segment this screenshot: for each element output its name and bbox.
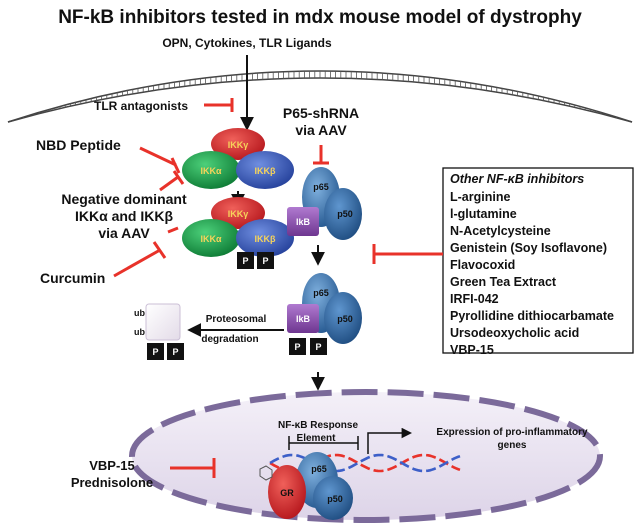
phospho-ikk-1 bbox=[237, 252, 254, 269]
phospho-ub-1-label: P bbox=[152, 347, 158, 357]
nbd-peptide-label: NBD Peptide bbox=[36, 137, 121, 153]
inhibitor-item: N-Acetylcysteine bbox=[450, 224, 551, 238]
phospho-ikb-2 bbox=[310, 338, 327, 355]
p65-shrna-line2: via AAV bbox=[295, 122, 347, 138]
ikk-beta-label-2: IKKβ bbox=[255, 234, 276, 244]
inhibitor-item: VBP-15 bbox=[450, 343, 494, 357]
p50-top-label: p50 bbox=[337, 209, 353, 219]
other-inhibitors-heading: Other NF-κB inhibitors bbox=[450, 172, 584, 186]
phospho-ub-2-label: P bbox=[172, 347, 178, 357]
ikk-alpha-label-2: IKKα bbox=[200, 234, 221, 244]
ikk-complex-top: IKKγ IKKα IKKβ bbox=[182, 128, 294, 189]
neg-dominant-line2: IKKα and IKKβ bbox=[75, 208, 173, 224]
transcription-arrow bbox=[367, 427, 413, 454]
gr-nfkb-complex: GR p65 p50 bbox=[259, 452, 353, 520]
neg-dominant-inhibit-bars bbox=[159, 170, 185, 234]
ikk-gamma-top bbox=[211, 128, 265, 160]
nfkb-ikb-complex-top: p65 p50 IkB bbox=[287, 167, 362, 240]
tlr-antagonists-label: TLR antagonists bbox=[94, 99, 188, 113]
ub-label-2: ub bbox=[134, 327, 145, 337]
other-inhibitors-list: L-arginine l-glutamineN-AcetylcysteineGen… bbox=[450, 190, 614, 357]
degraded-ikb bbox=[145, 303, 181, 341]
shrna-inhibit-bar bbox=[313, 145, 329, 165]
expression-line1: Expression of pro-inflammatory bbox=[436, 427, 588, 438]
p65-top-label: p65 bbox=[313, 182, 329, 192]
p50-bottom-label: p50 bbox=[337, 314, 353, 324]
diagram-title: NF-kB inhibitors tested in mdx mouse mod… bbox=[58, 7, 582, 28]
expression-line2: genes bbox=[498, 440, 527, 451]
ikb-bottom bbox=[287, 304, 319, 333]
other-inhibitors-box bbox=[442, 167, 634, 354]
phospho-ub-1 bbox=[147, 343, 164, 360]
nbd-inhibit-bar bbox=[139, 146, 181, 174]
ikk-gamma-label-2: IKKγ bbox=[228, 209, 249, 219]
nucleus bbox=[129, 389, 603, 523]
ubiquitinated-ikb: ub ub P P bbox=[134, 303, 184, 360]
ikk-gamma-bottom bbox=[211, 197, 265, 229]
phospho-ikb-1 bbox=[289, 338, 306, 355]
ikk-alpha-label: IKKα bbox=[200, 166, 221, 176]
ikk-alpha-top bbox=[182, 151, 240, 189]
p65-shrna-line1: P65-shRNA bbox=[283, 105, 359, 121]
p50-nucleus bbox=[313, 476, 353, 520]
gr-receptor bbox=[268, 465, 306, 519]
inhibitor-item: Genistein (Soy Isoflavone) bbox=[450, 241, 607, 255]
tlr-inhibit-bar bbox=[204, 98, 234, 112]
vbp15-label: VBP-15 bbox=[89, 458, 135, 473]
inhibitor-item: Flavocoxid bbox=[450, 258, 515, 272]
ikb-top-label: IkB bbox=[296, 217, 311, 227]
phospho-ikk-1-label: P bbox=[242, 256, 248, 266]
ikb-bottom-label: IkB bbox=[296, 314, 311, 324]
inhibitor-item: Ursodeoxycholic acid bbox=[450, 326, 579, 340]
steroid-inhibit-bar bbox=[170, 458, 216, 478]
ikk-complex-bottom: IKKγ IKKα IKKβ P P bbox=[182, 197, 294, 269]
nfkb-ikb-complex-bottom: p65 p50 IkB P P bbox=[287, 273, 362, 355]
inhibitor-item: l-glutamine bbox=[450, 207, 517, 221]
p50-bottom bbox=[324, 292, 362, 344]
steroid-ring-icon bbox=[259, 465, 273, 481]
phospho-ikk-2-label: P bbox=[262, 256, 268, 266]
gr-label: GR bbox=[280, 488, 294, 498]
p65-nucleus-label: p65 bbox=[311, 464, 327, 474]
curcumin-inhibit-bar bbox=[113, 241, 167, 278]
stimuli-label: OPN, Cytokines, TLR Ligands bbox=[162, 36, 332, 50]
inhibitor-item: Pyrollidine dithiocarbamate bbox=[450, 309, 614, 323]
ikk-beta-bottom bbox=[236, 219, 294, 257]
ikk-beta-top bbox=[236, 151, 294, 189]
response-element-line2: Element bbox=[297, 433, 337, 444]
ikb-top bbox=[287, 207, 319, 236]
phospho-ub-2 bbox=[167, 343, 184, 360]
inhibitor-item: L-arginine bbox=[450, 190, 510, 204]
inhibitor-item: Green Tea Extract bbox=[450, 275, 557, 289]
p50-top bbox=[324, 188, 362, 240]
phospho-ikb-1-label: P bbox=[294, 342, 300, 352]
ikk-beta-label: IKKβ bbox=[255, 166, 276, 176]
ikk-gamma-label: IKKγ bbox=[228, 140, 249, 150]
response-element-line1: NF-κB Response bbox=[278, 420, 358, 431]
other-inhibitors-bar bbox=[372, 244, 443, 264]
proteosomal-line2: degradation bbox=[201, 334, 258, 345]
phospho-ikb-2-label: P bbox=[315, 342, 321, 352]
ub-label-1: ub bbox=[134, 308, 145, 318]
proteosomal-line1: Proteosomal bbox=[206, 314, 267, 325]
ikk-alpha-bottom bbox=[182, 219, 240, 257]
membrane-lipids bbox=[12, 71, 628, 121]
phospho-ikk-2 bbox=[257, 252, 274, 269]
dna-strand bbox=[269, 453, 461, 473]
p65-bottom-label: p65 bbox=[313, 288, 329, 298]
inhibitor-item: IRFI-042 bbox=[450, 292, 499, 306]
response-element-bracket bbox=[288, 436, 359, 450]
neg-dominant-line3: via AAV bbox=[98, 225, 150, 241]
curcumin-label: Curcumin bbox=[40, 270, 105, 286]
prednisolone-label: Prednisolone bbox=[71, 475, 153, 490]
p50-nucleus-label: p50 bbox=[327, 494, 343, 504]
neg-dominant-line1: Negative dominant bbox=[61, 191, 187, 207]
